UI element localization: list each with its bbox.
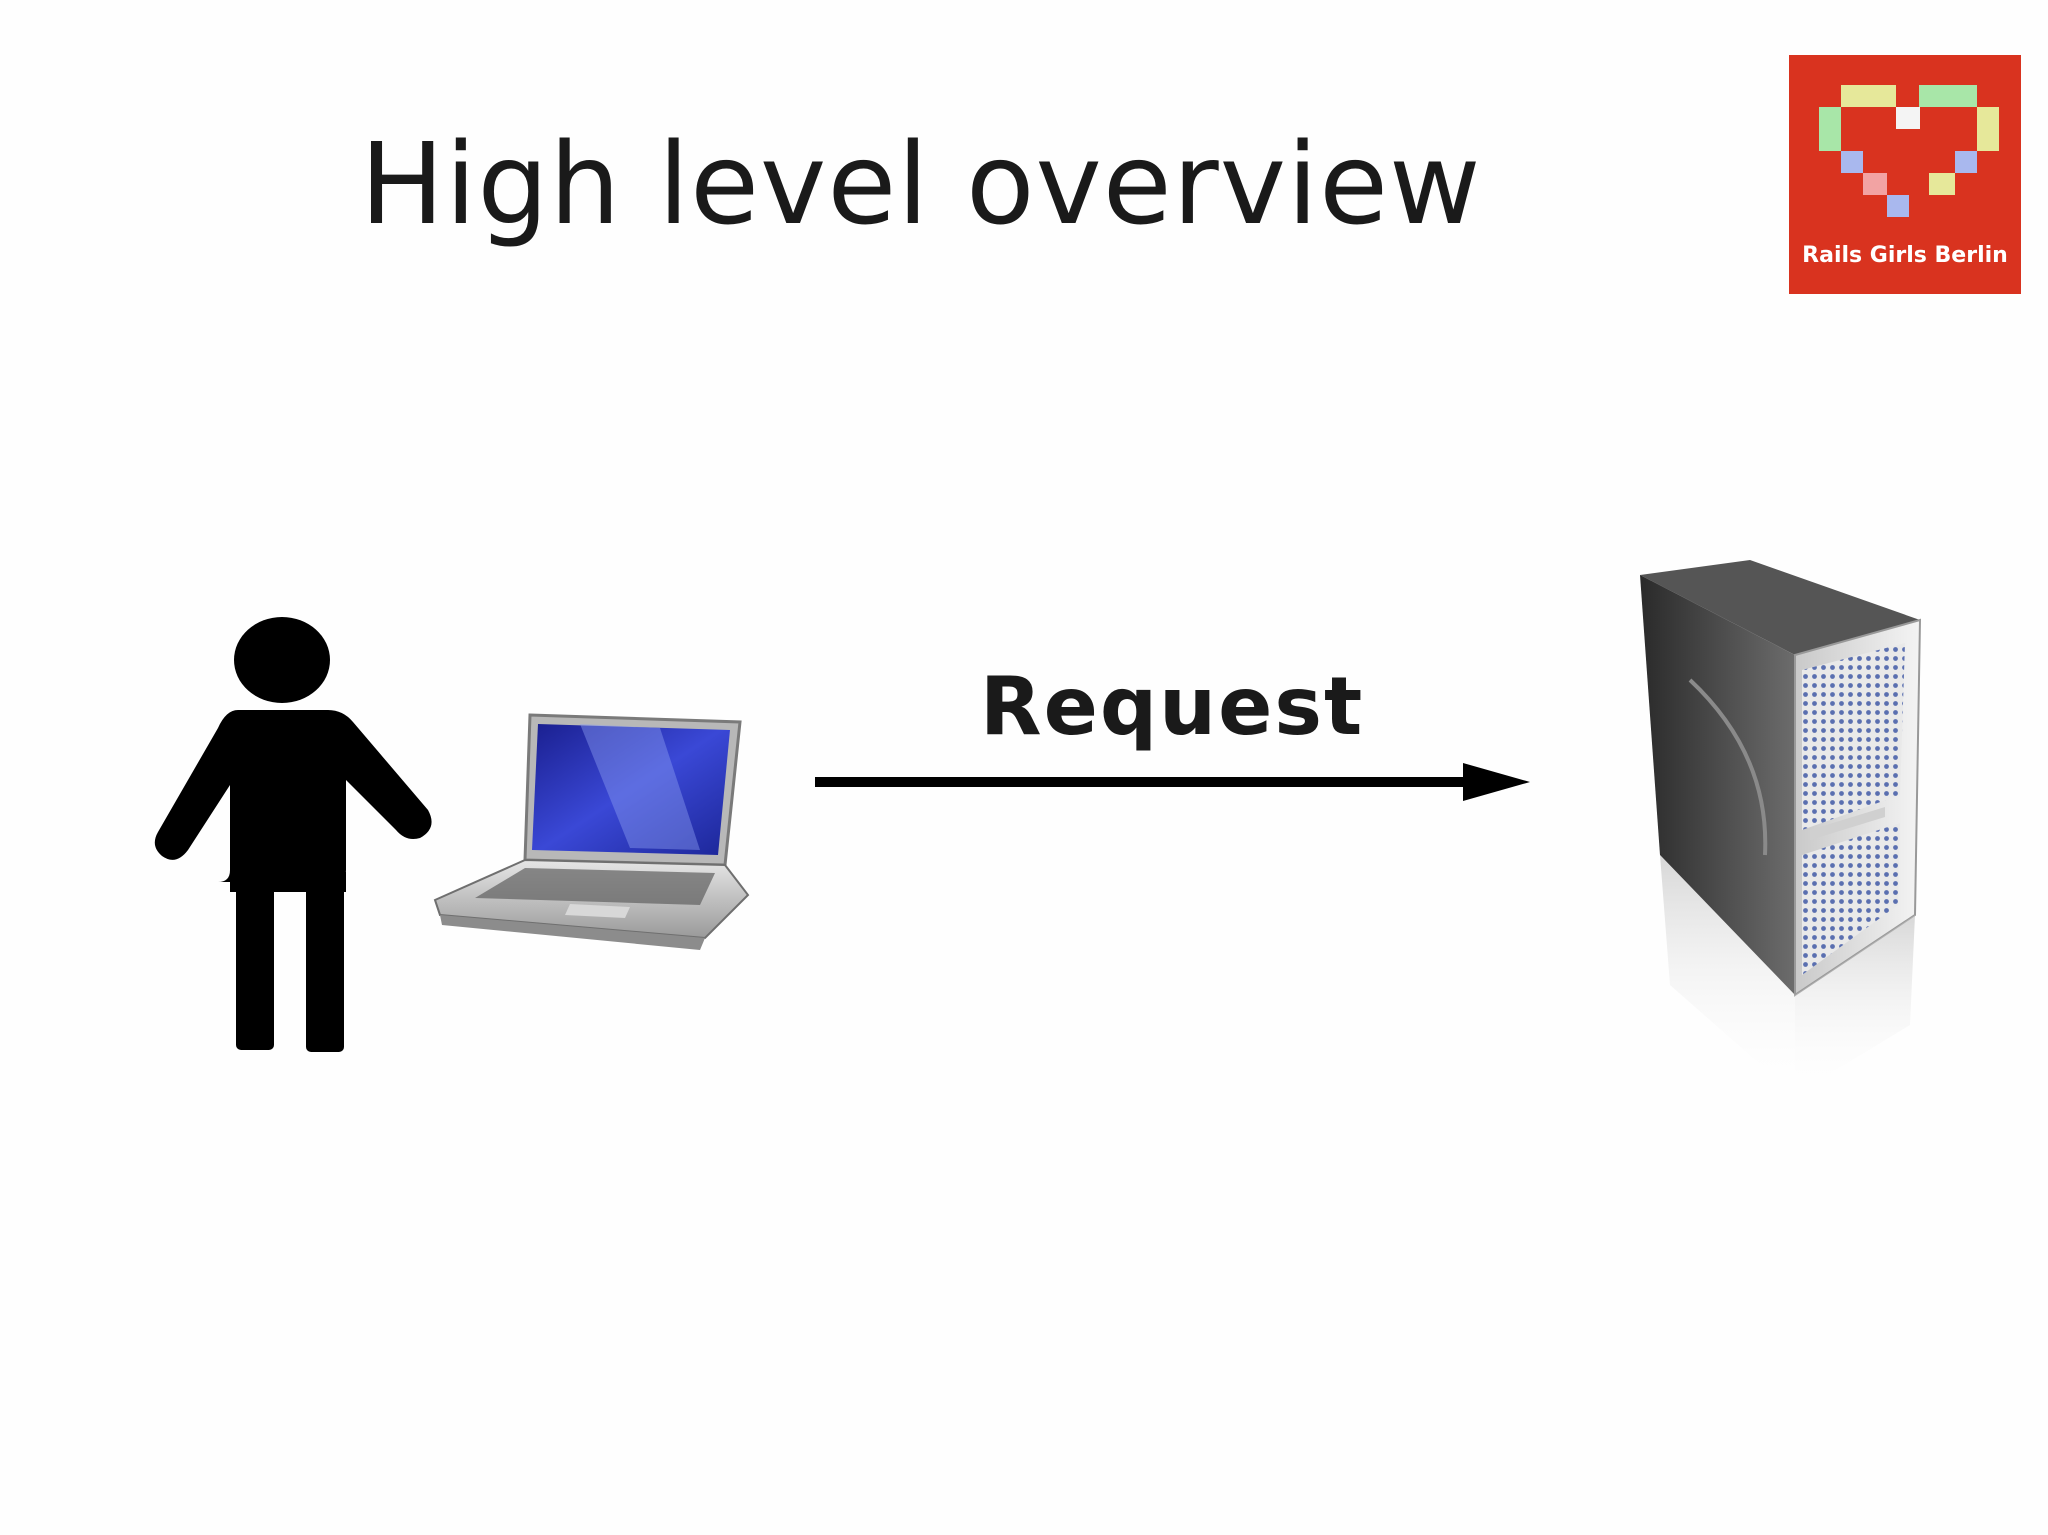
- rails-girls-berlin-logo: Rails Girls Berlin: [1789, 55, 2021, 294]
- request-label: Request: [980, 660, 1365, 753]
- server-icon: [1640, 560, 1922, 1095]
- page-title: High level overview: [360, 120, 1482, 250]
- person-icon: [154, 617, 432, 1052]
- logo-heart-icon: [1789, 55, 2021, 294]
- laptop-icon: [433, 713, 750, 950]
- logo-text: Rails Girls Berlin: [1802, 243, 2008, 268]
- arrow-right: [815, 763, 1530, 801]
